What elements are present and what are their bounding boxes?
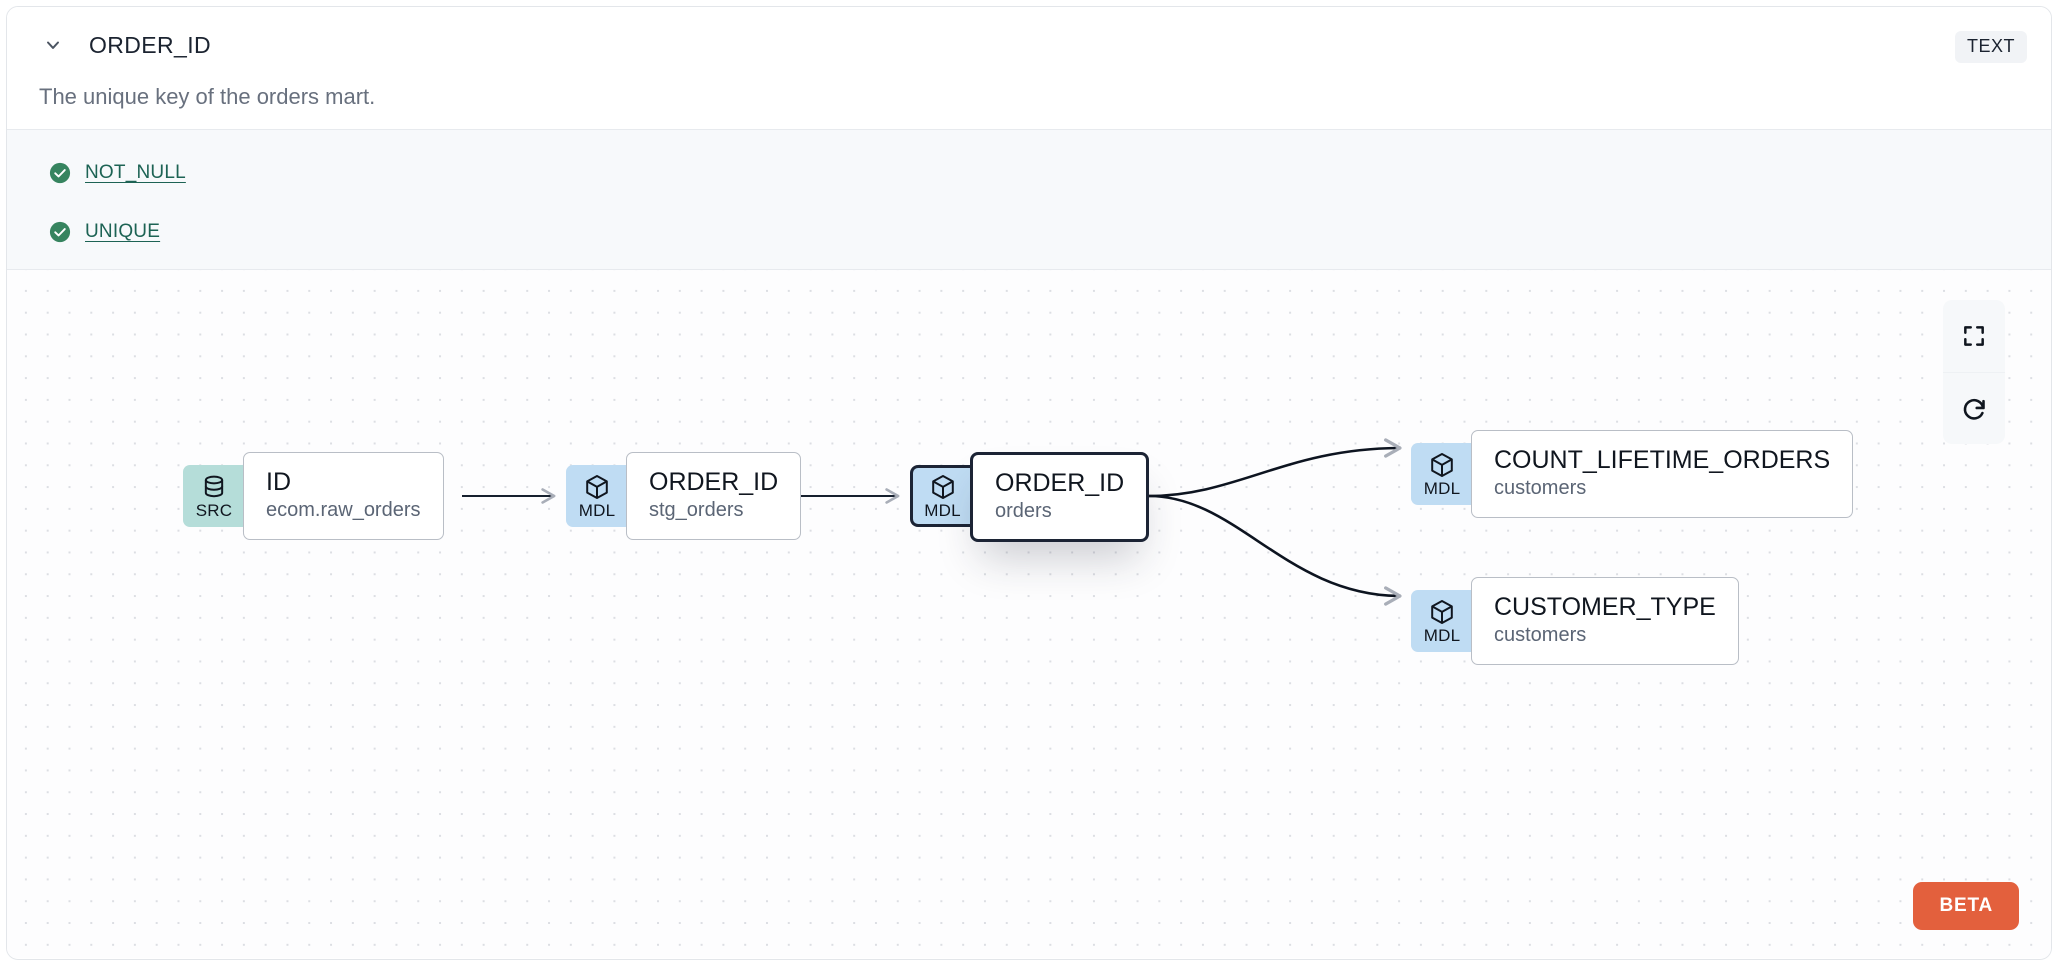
fit-view-button[interactable] xyxy=(1943,300,2005,372)
page-title: ORDER_ID xyxy=(89,31,212,58)
node-name: COUNT_LIFETIME_ORDERS xyxy=(1494,446,1831,474)
lineage-edges xyxy=(462,438,1402,606)
node-badge-label: MDL xyxy=(1423,626,1461,645)
lineage-node-count-lifetime-orders[interactable]: MDL COUNT_LIFETIME_ORDERS customers xyxy=(1411,430,1854,518)
test-link-unique[interactable]: UNIQUE xyxy=(85,220,161,242)
card-header: ORDER_ID TEXT The unique key of the orde… xyxy=(7,7,2051,129)
detail-card: ORDER_ID TEXT The unique key of the orde… xyxy=(6,6,2052,960)
cube-icon xyxy=(586,475,608,499)
node-badge-mdl: MDL xyxy=(1411,590,1473,652)
lineage-graph-canvas[interactable]: SRC ID ecom.raw_orders MDL xyxy=(7,270,2051,958)
test-row[interactable]: NOT_NULL xyxy=(49,154,186,191)
test-row[interactable]: UNIQUE xyxy=(49,213,160,250)
check-circle-icon xyxy=(49,221,71,242)
node-badge-mdl: MDL xyxy=(910,465,972,527)
chevron-down-icon[interactable] xyxy=(39,31,67,59)
check-circle-icon xyxy=(49,162,71,183)
node-body[interactable]: CUSTOMER_TYPE customers xyxy=(1471,577,1739,665)
node-badge-label: SRC xyxy=(195,501,233,520)
database-icon xyxy=(204,475,224,498)
node-badge-mdl: MDL xyxy=(1411,443,1473,505)
node-name: ORDER_ID xyxy=(995,469,1125,497)
lineage-node-customer-type[interactable]: MDL CUSTOMER_TYPE customers xyxy=(1411,577,1739,665)
cube-icon xyxy=(931,475,954,499)
node-subtitle: stg_orders xyxy=(649,499,744,521)
lineage-node-orders-order-id[interactable]: MDL ORDER_ID orders xyxy=(910,452,1150,542)
node-body[interactable]: ORDER_ID orders xyxy=(970,452,1150,542)
cube-icon xyxy=(1431,600,1453,624)
node-body[interactable]: ORDER_ID stg_orders xyxy=(626,452,802,540)
column-description: The unique key of the orders mart. xyxy=(39,84,376,109)
node-badge-mdl: MDL xyxy=(566,465,628,527)
title-row: ORDER_ID xyxy=(39,31,211,59)
test-link-not-null[interactable]: NOT_NULL xyxy=(85,161,186,183)
node-body[interactable]: ID ecom.raw_orders xyxy=(243,452,444,540)
beta-badge[interactable]: BETA xyxy=(1913,882,2019,930)
edge-orders-to-type xyxy=(1148,494,1402,606)
node-name: CUSTOMER_TYPE xyxy=(1494,593,1716,621)
lineage-node-stg-order-id[interactable]: MDL ORDER_ID stg_orders xyxy=(566,452,802,540)
refresh-icon xyxy=(1963,398,1985,420)
node-badge-label: MDL xyxy=(924,501,961,520)
node-subtitle: customers xyxy=(1494,477,1587,499)
node-badge-label: MDL xyxy=(578,501,616,520)
node-name: ID xyxy=(266,468,291,496)
fullscreen-icon xyxy=(1964,326,1984,346)
tests-section: NOT_NULL UNIQUE xyxy=(7,129,2051,270)
graph-controls xyxy=(1943,300,2005,444)
lineage-node-src-id[interactable]: SRC ID ecom.raw_orders xyxy=(183,452,444,540)
node-subtitle: orders xyxy=(995,500,1052,522)
node-subtitle: ecom.raw_orders xyxy=(266,499,421,521)
edge-orders-to-count xyxy=(1148,438,1402,498)
node-body[interactable]: COUNT_LIFETIME_ORDERS customers xyxy=(1471,430,1854,518)
refresh-button[interactable] xyxy=(1943,372,2005,444)
cube-icon xyxy=(1431,453,1453,477)
node-subtitle: customers xyxy=(1494,624,1587,646)
column-type-badge: TEXT xyxy=(1954,31,2027,63)
node-name: ORDER_ID xyxy=(649,468,779,496)
node-badge-label: MDL xyxy=(1423,479,1461,498)
node-badge-src: SRC xyxy=(183,465,245,527)
